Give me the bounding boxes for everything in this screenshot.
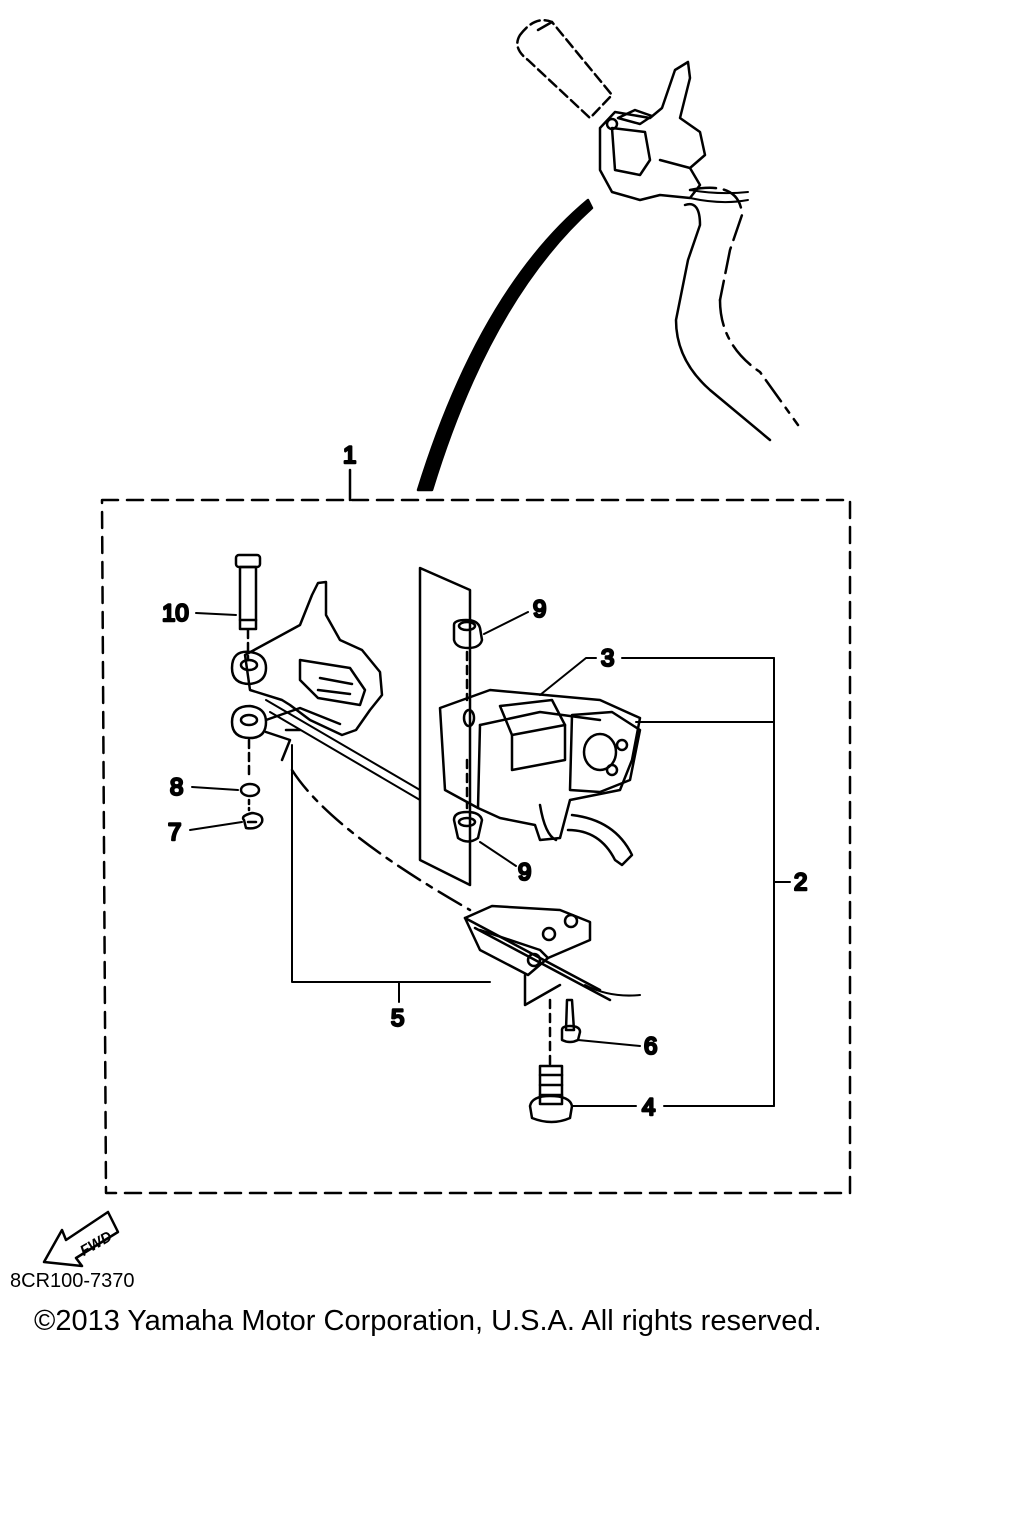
bolt-part <box>234 553 262 662</box>
callout-9-bottom: 9 <box>518 859 531 886</box>
bolt-4-part <box>528 1064 574 1124</box>
diagram-code: 8CR100-7370 <box>10 1270 135 1292</box>
washer-part <box>239 782 261 798</box>
callout-4: 4 <box>642 1094 655 1121</box>
callout-2: 2 <box>794 869 807 896</box>
callout-7: 7 <box>168 819 181 846</box>
callout-9-top: 9 <box>533 596 546 623</box>
copyright-notice: ©2013 Yamaha Motor Corporation, U.S.A. A… <box>34 1305 822 1337</box>
fwd-arrow-icon: FWD <box>42 1210 120 1268</box>
panel-plate <box>418 566 484 887</box>
callout-8: 8 <box>170 774 183 801</box>
leader-lines <box>189 611 791 1107</box>
callout-5: 5 <box>391 1005 404 1032</box>
assembly-box <box>100 498 852 1195</box>
handlebar-illustration <box>416 18 800 492</box>
cable-bracket-part <box>463 904 641 1007</box>
clip-part <box>241 811 264 830</box>
screw-part <box>548 998 582 1067</box>
callout-10: 10 <box>162 600 189 627</box>
throttle-lever-part <box>230 580 384 777</box>
fwd-label: FWD <box>77 1228 115 1260</box>
callout-3: 3 <box>601 645 614 672</box>
callout-6: 6 <box>644 1033 657 1060</box>
switch-box-part <box>438 688 642 867</box>
callout-1: 1 <box>343 442 356 469</box>
